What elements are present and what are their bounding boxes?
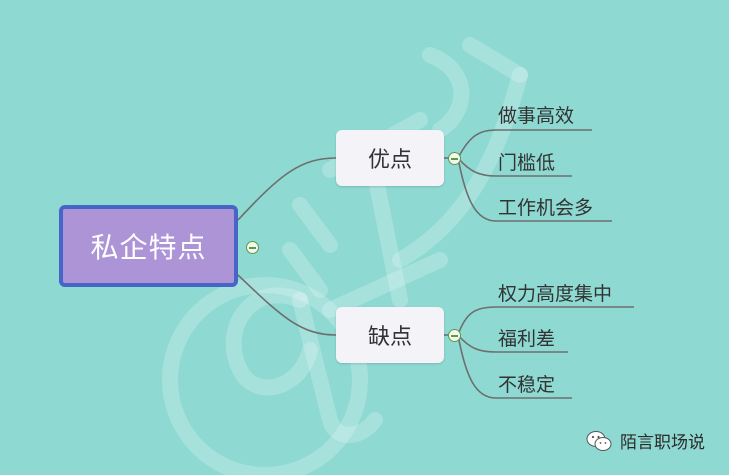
collapse-cons-toggle[interactable] <box>448 329 461 342</box>
connector-cons-2 <box>457 334 568 353</box>
leaf-node[interactable]: 工作机会多 <box>498 197 594 219</box>
leaf-node[interactable]: 不稳定 <box>498 374 556 396</box>
leaf-node[interactable]: 做事高效 <box>498 105 575 127</box>
collapse-pros-toggle[interactable] <box>448 152 461 165</box>
connector-cons-1 <box>457 306 634 336</box>
connector-pros-2 <box>457 157 572 177</box>
connector-root-cons <box>237 274 337 336</box>
account-name: 陌言职场说 <box>620 433 705 453</box>
branch-label-cons: 缺点 <box>367 325 412 350</box>
branch-node-pros[interactable]: 优点 <box>336 130 444 186</box>
connector-root-pros <box>237 157 337 221</box>
leaf-node[interactable]: 权力高度集中 <box>498 283 613 305</box>
leaf-node[interactable]: 福利差 <box>498 328 556 350</box>
connector-cons-3 <box>457 334 572 399</box>
collapse-root-toggle[interactable] <box>246 241 259 254</box>
account-footer: 陌言职场说 <box>586 428 705 453</box>
root-node[interactable]: 私企特点 <box>59 205 238 287</box>
connector-pros-3 <box>457 157 612 222</box>
branch-node-cons[interactable]: 缺点 <box>336 307 444 363</box>
root-label: 私企特点 <box>90 231 207 264</box>
wechat-icon <box>586 430 612 451</box>
branch-label-pros: 优点 <box>367 148 412 173</box>
connector-pros-1 <box>457 129 592 159</box>
leaf-node[interactable]: 门槛低 <box>498 152 556 174</box>
